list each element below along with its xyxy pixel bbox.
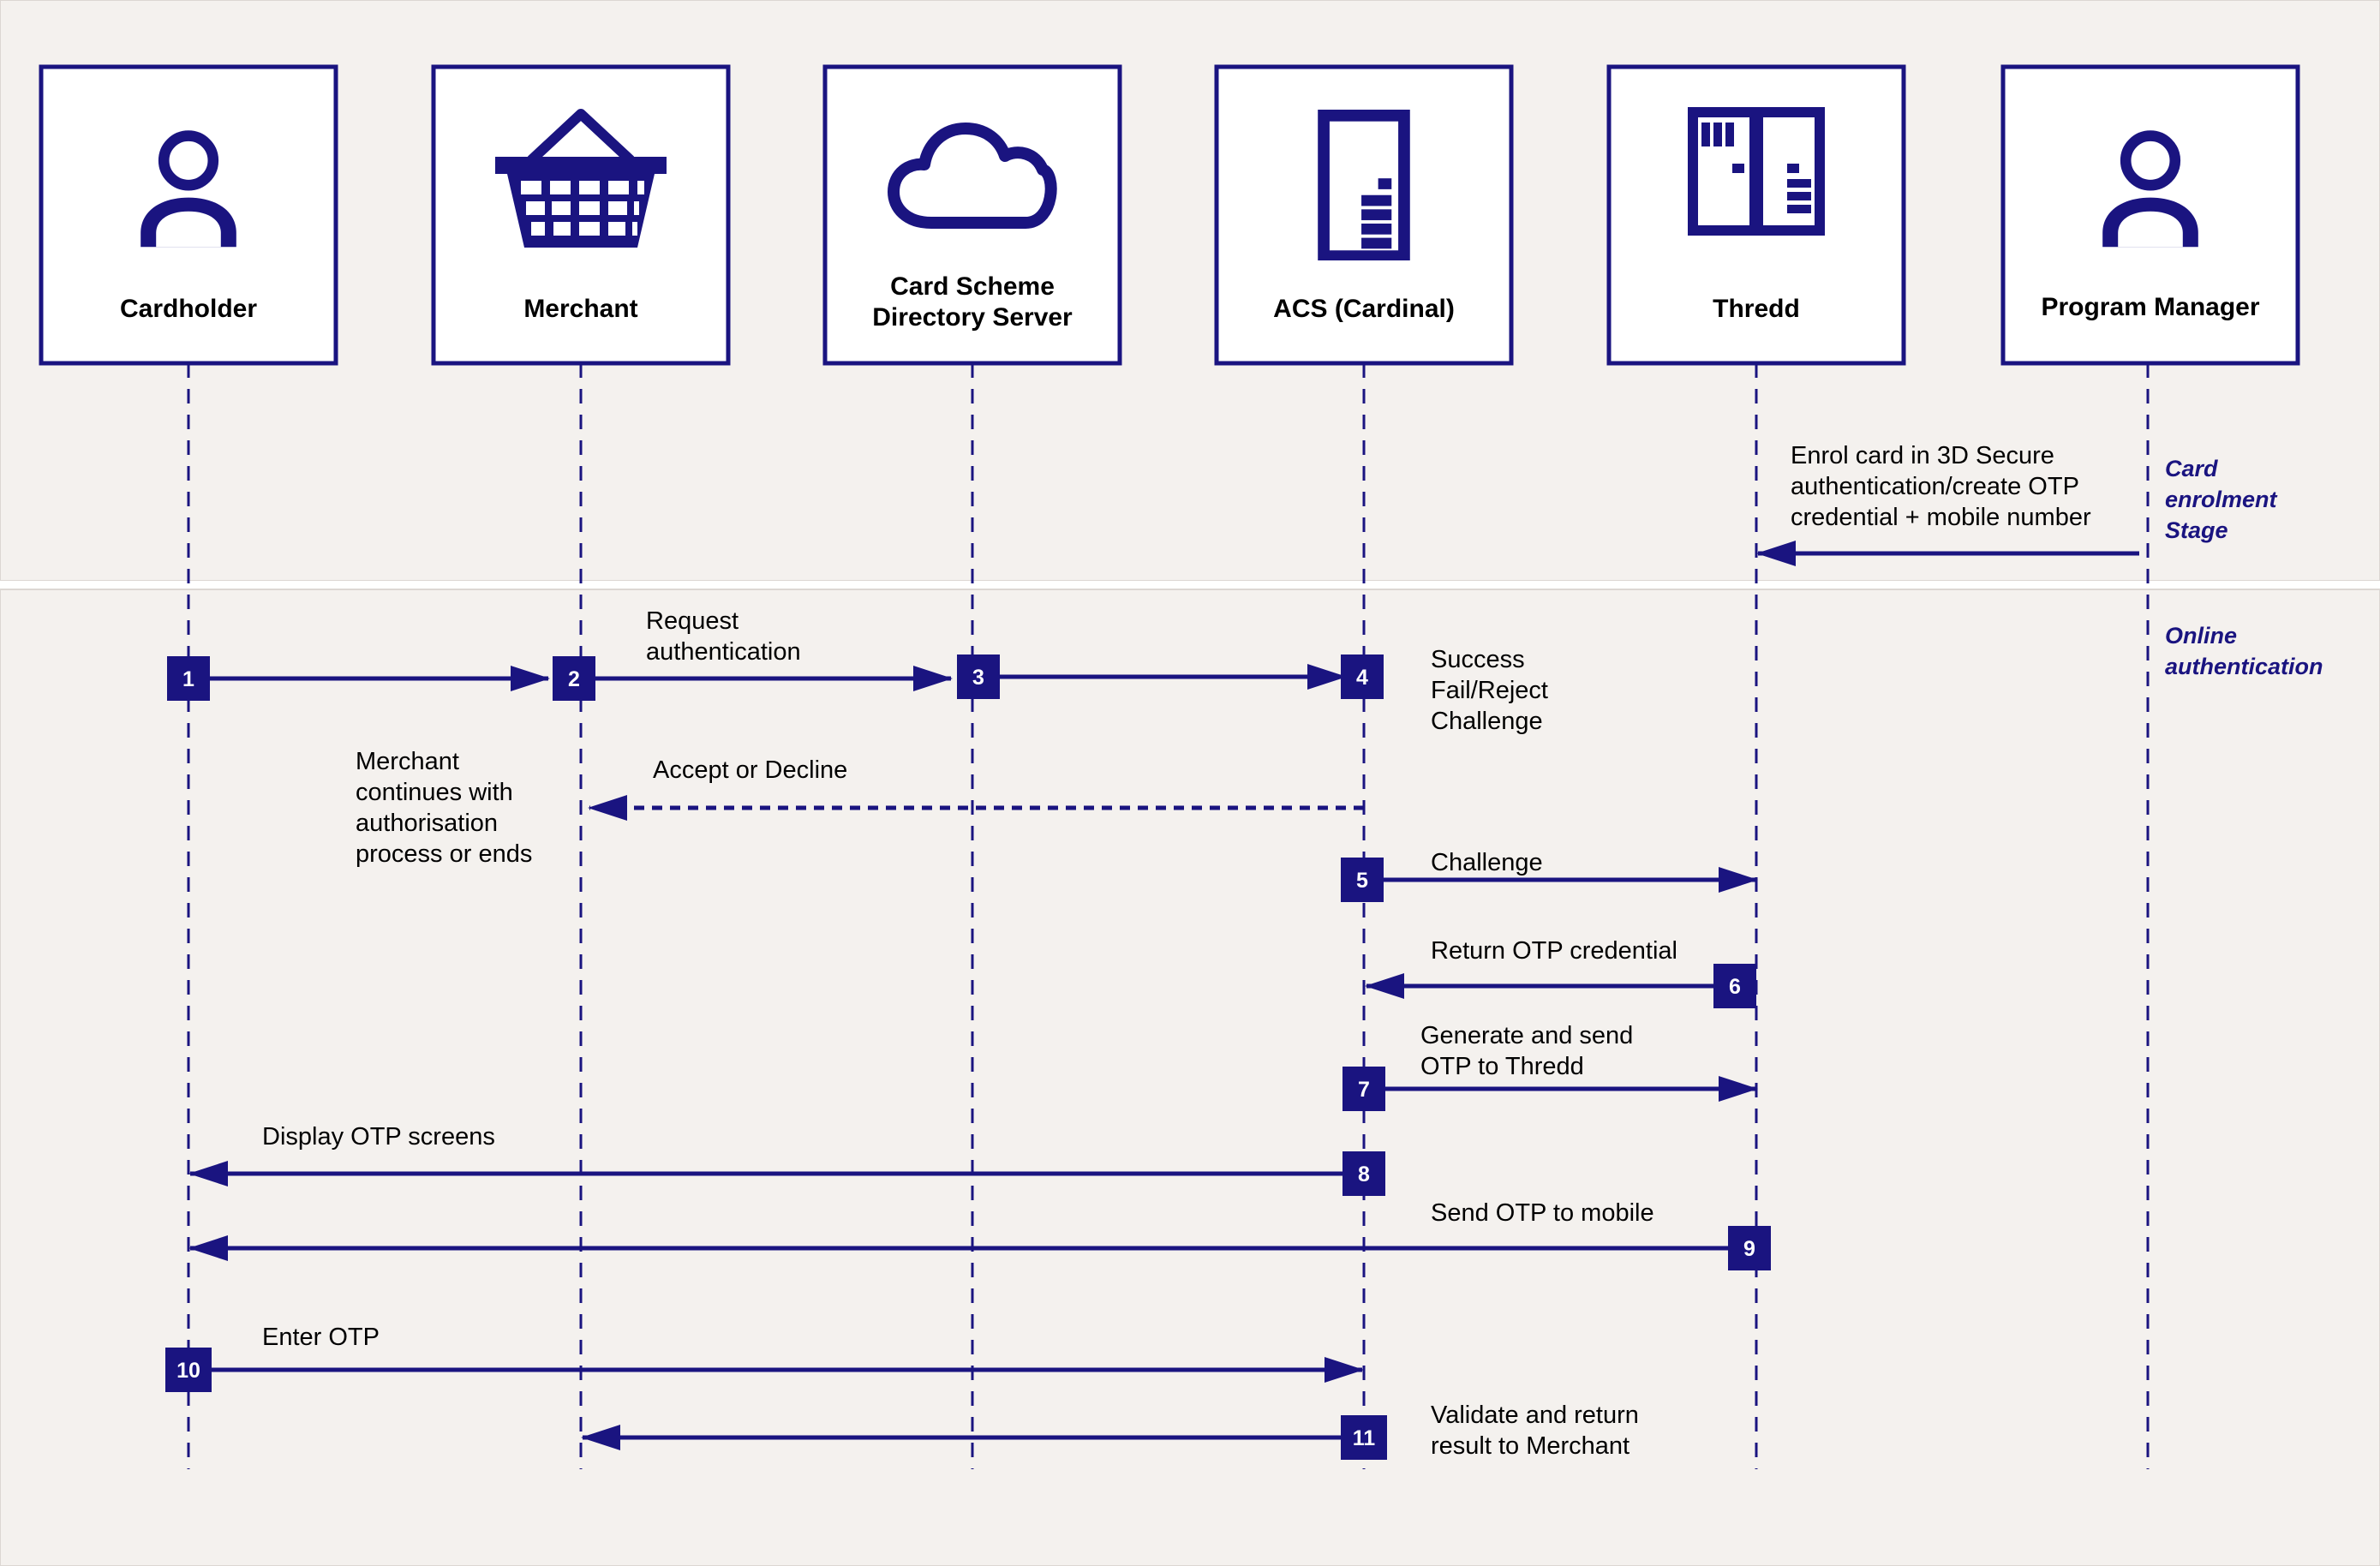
message-step-6-line: Return OTP credential	[1431, 937, 1677, 965]
stage-label-online-line: Online	[2165, 623, 2237, 649]
message-step-11: Validate and return result to Merchant	[1431, 1402, 1639, 1460]
step-number-box	[167, 656, 210, 701]
message-step-10: Enter OTP	[262, 1324, 380, 1351]
actor-name: Program Manager	[2041, 293, 2259, 321]
message-accept-or-decline-line: Accept or Decline	[653, 756, 847, 784]
merchant-note-line: continues with	[356, 779, 513, 806]
message-step-10-line: Enter OTP	[262, 1324, 380, 1351]
step-markers: 1 2 3 4 5 6 7 8 9 10 11	[165, 654, 1771, 1460]
step-number: 2	[568, 667, 580, 691]
message-enrol-card-line: authentication/create OTP	[1791, 473, 2079, 500]
server-rack-icon	[1688, 107, 1825, 236]
message-step-6: Return OTP credential	[1431, 937, 1677, 965]
step-number-box	[1342, 1151, 1385, 1196]
step-number-box	[553, 656, 595, 701]
message-step-7-line: OTP to Thredd	[1420, 1053, 1584, 1080]
actor-name: ACS (Cardinal)	[1273, 295, 1455, 323]
online-panel	[0, 589, 2380, 1566]
step-number-box	[1713, 964, 1756, 1008]
merchant-note-line: authorisation	[356, 810, 498, 837]
step-number: 3	[972, 666, 984, 690]
stage-label-online: Online authentication	[2165, 623, 2323, 679]
step-number: 6	[1729, 975, 1741, 999]
step-number-box	[1728, 1226, 1771, 1270]
message-step-8-line: Display OTP screens	[262, 1123, 495, 1151]
stage-label-enrolment-line: enrolment	[2165, 487, 2278, 512]
server-tower-icon	[1318, 110, 1410, 260]
message-step-8: Display OTP screens	[262, 1123, 495, 1151]
step-number: 1	[182, 667, 194, 691]
message-step-11-line: Validate and return	[1431, 1402, 1639, 1429]
actor-cardholder: Cardholder	[39, 64, 338, 366]
divider-band	[0, 581, 2380, 589]
merchant-note-line: Merchant	[356, 748, 459, 775]
message-enrol-card-line: credential + mobile number	[1791, 504, 2091, 531]
step-number-box	[165, 1348, 212, 1392]
actor-name: Cardholder	[120, 295, 257, 323]
merchant-note: Merchant continues with authorisation proce…	[356, 748, 532, 868]
step-number-box	[1341, 858, 1384, 902]
step-number-box	[957, 654, 1000, 699]
step-number: 10	[176, 1359, 200, 1383]
message-step-2-line: Request	[646, 607, 739, 635]
actor-name: Directory Server	[872, 303, 1073, 332]
step-number: 9	[1743, 1237, 1755, 1261]
merchant-note-line: process or ends	[356, 840, 532, 868]
actor-name: Merchant	[523, 295, 637, 323]
actor-name: Thredd	[1713, 295, 1800, 323]
step-number: 7	[1358, 1078, 1370, 1102]
actor-acs-cardinal: ACS (Cardinal)	[1214, 64, 1514, 366]
step-number: 11	[1353, 1426, 1376, 1450]
stage-label-enrolment-line: Card	[2165, 456, 2218, 481]
step-number-box	[1341, 654, 1384, 699]
enrolment-panel	[0, 0, 2380, 582]
step-number: 5	[1356, 869, 1368, 893]
message-arrows	[188, 541, 2139, 1450]
stage-label-online-line: authentication	[2165, 654, 2323, 679]
actor-thredd: Thredd	[1606, 64, 1906, 366]
message-step-5: Challenge	[1431, 849, 1543, 876]
message-step-2: Request authentication	[646, 607, 801, 666]
message-step-4-line: Fail/Reject	[1431, 677, 1548, 704]
message-step-4-line: Success	[1431, 646, 1525, 673]
message-step-2-line: authentication	[646, 638, 801, 666]
message-step-9-line: Send OTP to mobile	[1431, 1199, 1654, 1227]
message-step-11-line: result to Merchant	[1431, 1432, 1630, 1460]
message-step-4-line: Challenge	[1431, 708, 1543, 735]
step-number-box	[1342, 1067, 1385, 1111]
message-accept-or-decline: Accept or Decline	[653, 756, 847, 784]
actor-box	[822, 64, 1122, 366]
actor-name: Card Scheme	[890, 272, 1055, 301]
step-number-box	[1341, 1415, 1387, 1460]
step-number: 4	[1356, 666, 1368, 690]
actor-merchant: Merchant	[431, 64, 731, 366]
step-number: 8	[1358, 1163, 1370, 1186]
message-enrol-card-line: Enrol card in 3D Secure	[1791, 442, 2054, 469]
message-enrol-card: Enrol card in 3D Secure authentication/cr…	[1791, 442, 2091, 531]
message-step-9: Send OTP to mobile	[1431, 1199, 1654, 1227]
stage-label-enrolment-line: Stage	[2165, 517, 2228, 543]
message-step-5-line: Challenge	[1431, 849, 1543, 876]
actor-program-manager: Program Manager	[2000, 64, 2300, 366]
message-step-7-line: Generate and send	[1420, 1022, 1633, 1049]
